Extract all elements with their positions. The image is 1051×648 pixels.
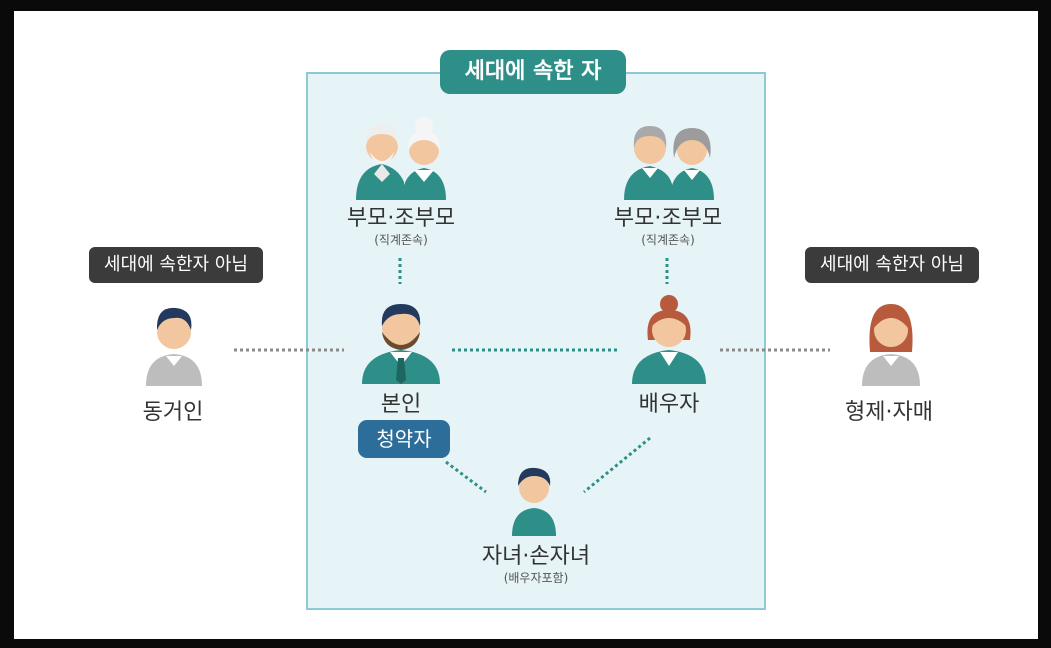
self-icon: [362, 304, 440, 384]
grandparents-right-label: 부모·조부모: [613, 206, 723, 231]
grandparents-left-icon: [356, 117, 446, 200]
household-title: 세대에 속한 자: [440, 50, 626, 94]
connector-spouse-child: [583, 436, 651, 494]
spouse-label: 배우자: [638, 392, 700, 417]
children-label: 자녀·손자녀: [481, 544, 591, 569]
children-sublabel: (배우자포함): [503, 571, 569, 585]
cohabitant-label: 동거인: [142, 400, 204, 425]
child-icon: [512, 467, 556, 536]
connector-self-child: [445, 460, 487, 494]
sibling-icon: [862, 304, 920, 386]
self-label: 본인: [380, 392, 422, 417]
not-household-label-left: 세대에 속한자 아님: [89, 247, 263, 283]
siblings-label: 형제·자매: [845, 400, 933, 425]
self-badge: 청약자: [358, 420, 450, 458]
grandparents-left-sublabel: (직계존속): [374, 233, 428, 247]
spouse-icon: [632, 295, 706, 384]
grandparents-right-icon: [624, 126, 714, 200]
not-household-label-right: 세대에 속한자 아님: [805, 247, 979, 283]
grandparents-left-label: 부모·조부모: [346, 206, 456, 231]
cohabitant-icon: [146, 307, 202, 386]
grandparents-right-sublabel: (직계존속): [641, 233, 695, 247]
